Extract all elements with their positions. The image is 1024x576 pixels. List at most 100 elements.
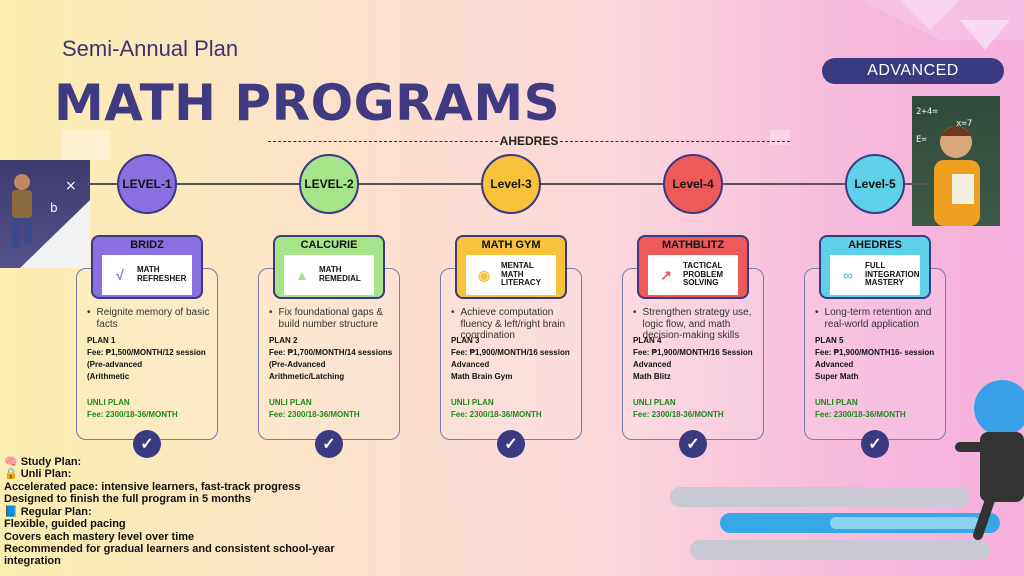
happy-kid-image: 2+4= x=7 E=	[912, 96, 1000, 226]
card-description: •Fix foundational gaps & build number st…	[269, 307, 384, 330]
page-subtitle: Semi-Annual Plan	[62, 36, 239, 61]
brain-icon: 🧠	[4, 456, 18, 468]
logo-text-line: MATH	[319, 265, 342, 275]
svg-text:b: b	[50, 201, 58, 215]
program-card: •Long-term retention and real-world appl…	[804, 268, 946, 440]
sqrt-icon: √	[116, 267, 124, 283]
unli-title: UNLI PLAN	[815, 398, 858, 407]
unli-fee: Fee: 2300/18-36/MONTH	[815, 410, 906, 419]
card-description: •Long-term retention and real-world appl…	[815, 307, 932, 330]
logo-text-line: SOLVING	[683, 278, 719, 288]
unli-title: UNLI PLAN	[633, 398, 676, 407]
plan-line: Advanced	[815, 360, 854, 369]
plan-line: Math Blitz	[633, 372, 671, 381]
unli-plan: UNLI PLAN Fee: 2300/18-36/MONTH	[87, 397, 178, 421]
check-icon: ✓	[315, 430, 343, 458]
plan-fee: Fee: ₱1,500/MONTH/12 session	[87, 348, 206, 357]
plan-line: Super Math	[815, 372, 859, 381]
logo-text-line: MENTAL	[501, 260, 534, 270]
level-circle-3: Level-3	[481, 154, 541, 214]
unli-fee: Fee: 2300/18-36/MONTH	[269, 410, 360, 419]
logo-text-line: FULL	[865, 260, 886, 270]
dashes-left	[268, 140, 498, 142]
svg-text:E=: E=	[916, 135, 927, 145]
plan-title: PLAN 5	[815, 336, 844, 345]
logo-text-line: LITERACY	[501, 278, 541, 288]
card-description: •Strengthen strategy use, logic flow, an…	[633, 307, 752, 341]
logo-text-line: MATH	[501, 269, 524, 279]
plan-title: PLAN 3	[451, 336, 480, 345]
logo-text-line: TACTICAL	[683, 260, 723, 270]
program-name: MATHBLITZ	[661, 239, 725, 251]
unli-title: UNLI PLAN	[87, 398, 130, 407]
unli-fee: Fee: 2300/18-36/MONTH	[87, 410, 178, 419]
level-circle-2: LEVEL-2	[299, 154, 359, 214]
unli-line: Designed to finish the full program in 5…	[4, 493, 251, 506]
regular-line: Covers each mastery level over time	[4, 530, 195, 543]
plan-title: PLAN 1	[87, 336, 116, 345]
check-icon: ✓	[133, 430, 161, 458]
check-icon: ✓	[679, 430, 707, 458]
plan-line: (Pre-Advanced	[269, 360, 326, 369]
unli-line: Accelerated pace: intensive learners, fa…	[4, 480, 301, 493]
check-icon: ✓	[497, 430, 525, 458]
book-icon: 📘	[4, 505, 18, 518]
svg-text:×: ×	[65, 178, 77, 194]
growth-arrow-icon: ↗	[660, 266, 672, 283]
unli-title: UNLI PLAN	[269, 398, 312, 407]
plan-line: Advanced	[451, 360, 490, 369]
infinity-icon: ∞	[843, 267, 853, 283]
plan-line: (Arithmetic	[87, 372, 130, 381]
unli-plan: UNLI PLAN Fee: 2300/18-36/MONTH	[815, 397, 906, 421]
regular-plan-heading: 📘Regular Plan:	[4, 505, 92, 518]
track-label: AHEDRES	[268, 134, 790, 148]
plan-title: PLAN 2	[269, 336, 298, 345]
logo-text-line: INTEGRATION	[865, 269, 920, 279]
svg-text:x=7: x=7	[956, 119, 972, 129]
regular-line: Recommended for gradual learners and con…	[4, 542, 335, 555]
program-name: MATH GYM	[481, 239, 541, 251]
logo-text-line: REMEDIAL	[319, 274, 361, 283]
plan-fee: Fee: ₱1,900/MONTH/16 Session	[633, 348, 753, 357]
study-plan-heading: 🧠Study Plan:	[4, 456, 82, 468]
level-circle-5: Level-5	[845, 154, 905, 214]
lock-icon: 🔒	[4, 468, 18, 481]
plan-details: PLAN 2 Fee: ₱1,700/MONTH/14 sessions (Pre-…	[269, 335, 395, 383]
logo-text-line: MASTERY	[865, 278, 904, 288]
unli-fee: Fee: 2300/18-36/MONTH	[451, 410, 542, 419]
advanced-badge: ADVANCED	[822, 58, 1004, 84]
stairs-kid-image: × b	[0, 160, 90, 268]
dashes-right	[560, 140, 790, 142]
shapes-icon: ▲	[295, 267, 309, 283]
plan-line: Advanced	[633, 360, 672, 369]
logo-text-line: PROBLEM	[683, 269, 723, 279]
plan-line: Math Brain Gym	[451, 372, 513, 381]
unli-plan: UNLI PLAN Fee: 2300/18-36/MONTH	[269, 397, 360, 421]
brain-icon: ◉	[477, 266, 491, 283]
logo-text-line: MATH	[137, 265, 160, 275]
plan-fee: Fee: ₱1,700/MONTH/14 sessions	[269, 348, 393, 357]
plan-title: PLAN 4	[633, 336, 662, 345]
card-description: •Reignite memory of basic facts	[87, 307, 210, 330]
logo-text-line: REFRESHER	[137, 274, 187, 283]
program-name: BRIDZ	[130, 239, 164, 251]
regular-line: Flexible, guided pacing	[4, 518, 126, 531]
plan-fee: Fee: ₱1,900/MONTH16- session	[815, 348, 935, 357]
plan-line: Arithmetic/Latching	[269, 372, 345, 381]
level-circle-4: Level-4	[663, 154, 723, 214]
